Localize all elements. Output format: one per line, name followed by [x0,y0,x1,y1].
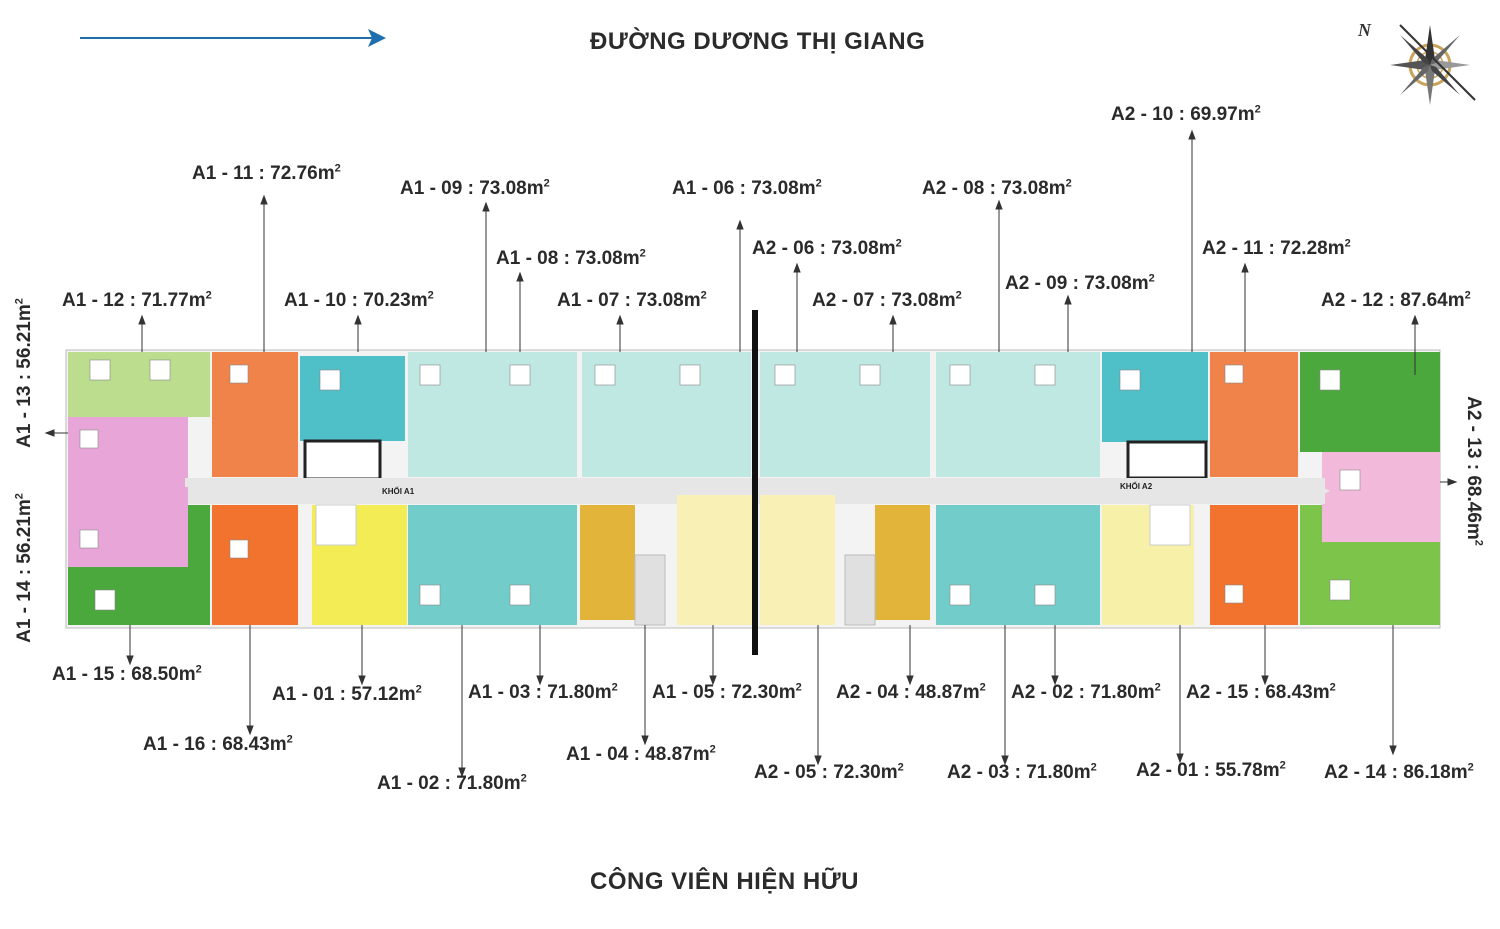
unit-label-a1-03: A1 - 03 : 71.80m2 [468,681,618,703]
unit-label-a1-02: A1 - 02 : 71.80m2 [377,772,527,794]
unit-label-a2-15: A2 - 15 : 68.43m2 [1186,681,1336,703]
unit-label-a1-16: A1 - 16 : 68.43m2 [143,733,293,755]
unit-a1-03 [492,505,577,625]
unit-a1-08 [492,352,577,477]
unit-a1-16 [212,505,298,625]
unit-label-a1-13: A1 - 13 : 56.21m2 [13,298,35,448]
unit-a1-07 [582,352,665,477]
unit-label-a1-11: A1 - 11 : 72.76m2 [192,162,341,184]
unit-label-a2-08: A2 - 08 : 73.08m2 [922,177,1072,199]
unit-label-a2-10: A2 - 10 : 69.97m2 [1111,103,1261,125]
unit-a2-15 [1210,505,1298,625]
unit-label-a2-03: A2 - 03 : 71.80m2 [947,761,1097,783]
unit-label-a2-11: A2 - 11 : 72.28m2 [1202,237,1351,259]
unit-a1-06 [665,352,751,477]
unit-label-a2-14: A2 - 14 : 86.18m2 [1324,761,1474,783]
unit-label-a2-13: A2 - 13 : 68.46m2 [1463,396,1485,546]
unit-label-a1-14: A1 - 14 : 56.21m2 [13,493,35,643]
road-name-bottom: CÔNG VIÊN HIỆN HỮU [590,868,859,895]
unit-label-a2-06: A2 - 06 : 73.08m2 [752,237,902,259]
leader-lines [44,129,1458,778]
block-a2-label: KHỐI A2 [1120,481,1153,491]
unit-label-a1-08: A1 - 08 : 73.08m2 [496,247,646,269]
unit-label-a1-04: A1 - 04 : 48.87m2 [566,743,716,765]
unit-label-a1-10: A1 - 10 : 70.23m2 [284,289,434,311]
block-a1-label: KHỐI A1 [382,486,415,496]
unit-a2-14 [1300,542,1440,625]
unit-label-a2-07: A2 - 07 : 73.08m2 [812,289,962,311]
unit-a1-02 [408,505,492,625]
unit-label-a2-01: A2 - 01 : 55.78m2 [1136,759,1286,781]
unit-a2-02 [1020,505,1100,625]
unit-label-a2-02: A2 - 02 : 71.80m2 [1011,681,1161,703]
unit-a1-13 [68,417,188,487]
unit-a2-08 [936,352,1020,477]
unit-label-a1-05: A1 - 05 : 72.30m2 [652,681,802,703]
unit-label-a2-04: A2 - 04 : 48.87m2 [836,681,986,703]
unit-label-a1-07: A1 - 07 : 73.08m2 [557,289,707,311]
unit-label-a2-12: A2 - 12 : 87.64m2 [1321,289,1471,311]
unit-label-a1-01: A1 - 01 : 57.12m2 [272,683,422,705]
unit-label-a1-15: A1 - 15 : 68.50m2 [52,663,202,685]
unit-a2-09 [1020,352,1100,477]
compass-rose-icon [1390,24,1476,105]
unit-a2-06 [760,352,845,477]
compass-north-label: N [1358,20,1371,40]
unit-label-a1-09: A1 - 09 : 73.08m2 [400,177,550,199]
unit-a2-12 [1300,352,1440,452]
unit-a1-14 [68,487,188,567]
unit-a2-04 [875,505,930,620]
unit-a1-15 [68,567,210,625]
room-hints [79,359,1361,611]
unit-a2-11 [1210,352,1298,477]
unit-a1-11 [212,352,298,477]
direction-arrow-icon [80,29,386,47]
unit-a1-10 [300,356,405,441]
unit-a1-05 [677,495,752,625]
unit-label-a1-12: A1 - 12 : 71.77m2 [62,289,212,311]
unit-label-a2-05: A2 - 05 : 72.30m2 [754,761,904,783]
unit-a2-07 [845,352,930,477]
unit-a2-05 [760,495,835,625]
unit-a1-12 [68,352,210,417]
unit-a2-10 [1102,352,1208,442]
unit-a1-04 [580,505,635,620]
unit-label-a2-09: A2 - 09 : 73.08m2 [1005,272,1155,294]
unit-a2-13 [1322,452,1440,542]
road-name-top: ĐƯỜNG DƯƠNG THỊ GIANG [590,28,926,55]
unit-label-a1-06: A1 - 06 : 73.08m2 [672,177,822,199]
unit-a2-03 [936,505,1020,625]
